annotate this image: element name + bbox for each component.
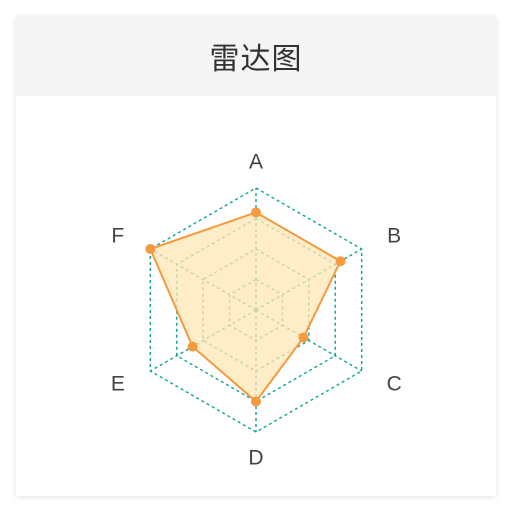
radar-chart: A B C D E F: [111, 151, 402, 470]
series-area: [148, 211, 342, 403]
axis-label-e: E: [111, 373, 125, 396]
radar-axis-labels: A B C D E F: [111, 151, 402, 470]
axis-label-f: F: [111, 225, 124, 248]
data-point-a[interactable]: [251, 207, 261, 218]
radar-series: [145, 207, 346, 407]
data-point-b[interactable]: [335, 256, 346, 267]
axis-label-d: D: [248, 447, 263, 470]
data-point-d[interactable]: [251, 396, 261, 407]
data-point-c[interactable]: [298, 332, 309, 343]
chart-area: A B C D E F: [16, 96, 496, 496]
axis-label-c: C: [387, 373, 402, 396]
axis-label-a: A: [249, 151, 263, 174]
card-header: 雷达图: [16, 16, 496, 96]
data-point-e[interactable]: [187, 341, 198, 352]
data-point-f[interactable]: [145, 244, 156, 254]
card-title: 雷达图: [209, 42, 303, 77]
axis-label-b: B: [387, 225, 401, 248]
radar-chart-card: 雷达图 A B C D E F: [16, 16, 496, 496]
